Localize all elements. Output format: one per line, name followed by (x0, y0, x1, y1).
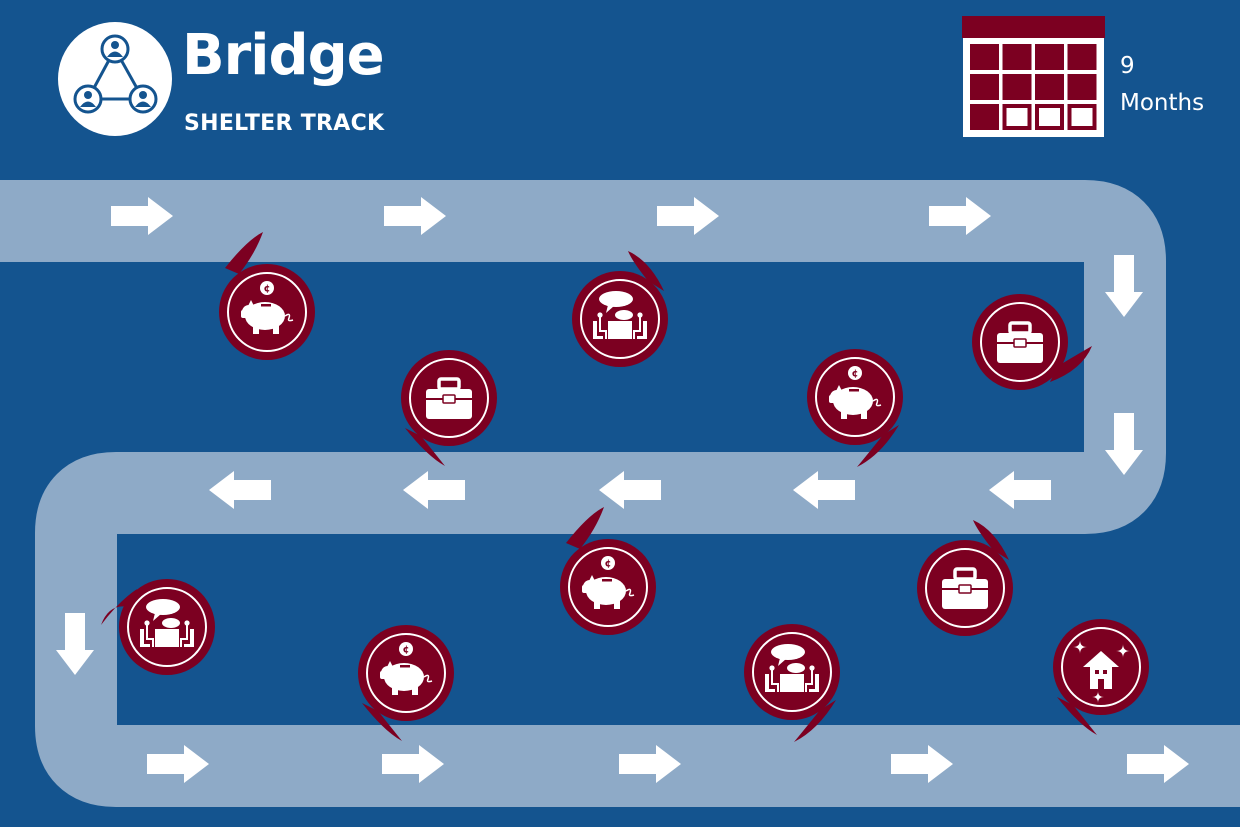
svg-text:¢: ¢ (852, 369, 859, 380)
piggy-bank-icon: ¢ (829, 366, 882, 419)
piggy-bank-icon: ¢ (380, 642, 433, 695)
marker-tail (566, 507, 604, 549)
calendar-header (962, 16, 1105, 38)
arrow-down-icon (56, 613, 94, 675)
calendar-month-filled (970, 44, 999, 70)
duration-number: 9 (1120, 53, 1135, 79)
calendar-month-filled (1067, 74, 1097, 100)
meeting-icon (765, 644, 819, 692)
toolbox-icon (997, 321, 1043, 363)
piggy-bank-icon: ¢ (582, 556, 635, 609)
calendar-month-filled (1035, 44, 1064, 70)
calendar-month-filled (1002, 74, 1032, 100)
arrow-right-icon (382, 745, 444, 783)
milestone-savings: ¢ (807, 349, 903, 467)
duration-unit: Months (1120, 90, 1205, 116)
arrow-down-icon (1105, 255, 1143, 317)
marker-ring (580, 279, 660, 359)
marker-tail (1050, 346, 1092, 382)
app-title: Bridge (182, 23, 385, 88)
marker-ring (127, 587, 207, 667)
arrow-right-icon (619, 745, 681, 783)
marker-tail (794, 700, 836, 742)
arrow-right-icon (891, 745, 953, 783)
sparkle-icon (1116, 644, 1130, 658)
marker-ring (925, 548, 1005, 628)
marker-tail (405, 428, 445, 466)
arrow-right-icon (657, 197, 719, 235)
milestone-toolbox (401, 350, 497, 466)
milestone-meeting (101, 579, 215, 675)
piggy-bank-icon: ¢ (241, 281, 294, 334)
milestone-toolbox (917, 520, 1013, 636)
arrow-right-icon (1127, 745, 1189, 783)
home-icon (1073, 640, 1130, 703)
milestone-savings: ¢ (219, 232, 315, 360)
svg-text:¢: ¢ (264, 284, 271, 295)
road-arrows (56, 197, 1189, 783)
arrow-right-icon (147, 745, 209, 783)
calendar-month-filled (1002, 44, 1032, 70)
toolbox-icon (426, 377, 472, 419)
milestone-toolbox (972, 294, 1092, 390)
milestone-meeting (572, 251, 668, 367)
arrow-right-icon (929, 197, 991, 235)
milestone-home (1053, 619, 1149, 735)
marker-tail (1057, 697, 1097, 735)
sparkle-icon (1092, 691, 1104, 703)
marker-ring (980, 302, 1060, 382)
duration-label: 9 Months (1120, 48, 1204, 122)
arrow-left-icon (793, 471, 855, 509)
arrow-right-icon (111, 197, 173, 235)
calendar-month-filled (1067, 44, 1097, 70)
calendar-icon (962, 16, 1105, 137)
marker-ring (815, 357, 895, 437)
arrow-left-icon (209, 471, 271, 509)
marker-ring (752, 632, 832, 712)
calendar-month-filled (970, 74, 999, 100)
logo (58, 22, 172, 136)
marker-ring (409, 358, 489, 438)
sparkle-icon (1073, 640, 1087, 654)
svg-text:¢: ¢ (605, 559, 612, 570)
meeting-icon (140, 599, 194, 647)
milestone-savings: ¢ (560, 507, 656, 635)
svg-text:¢: ¢ (403, 645, 410, 656)
marker-tail (101, 589, 137, 625)
marker-tail (857, 425, 899, 467)
track-subtitle: SHELTER TRACK (184, 111, 385, 136)
calendar-month-filled (970, 104, 999, 130)
people-network-icon (73, 34, 158, 114)
marker-ring (227, 272, 307, 352)
milestones: ¢ ¢ ¢ ¢ (101, 232, 1149, 742)
road (0, 180, 1240, 807)
calendar-month-filled (1035, 74, 1064, 100)
milestone-meeting (744, 624, 840, 742)
arrow-left-icon (403, 471, 465, 509)
marker-ring (568, 547, 648, 627)
arrow-left-icon (989, 471, 1051, 509)
marker-tail (628, 251, 664, 291)
marker-tail (362, 703, 402, 741)
marker-ring (366, 633, 446, 713)
milestone-savings: ¢ (358, 625, 454, 741)
marker-tail (225, 232, 263, 274)
arrow-down-icon (1105, 413, 1143, 475)
arrow-right-icon (384, 197, 446, 235)
toolbox-icon (942, 567, 988, 609)
road-path (0, 180, 1240, 807)
arrow-left-icon (599, 471, 661, 509)
marker-tail (973, 520, 1009, 560)
meeting-icon (593, 291, 647, 339)
marker-ring (1061, 627, 1141, 707)
